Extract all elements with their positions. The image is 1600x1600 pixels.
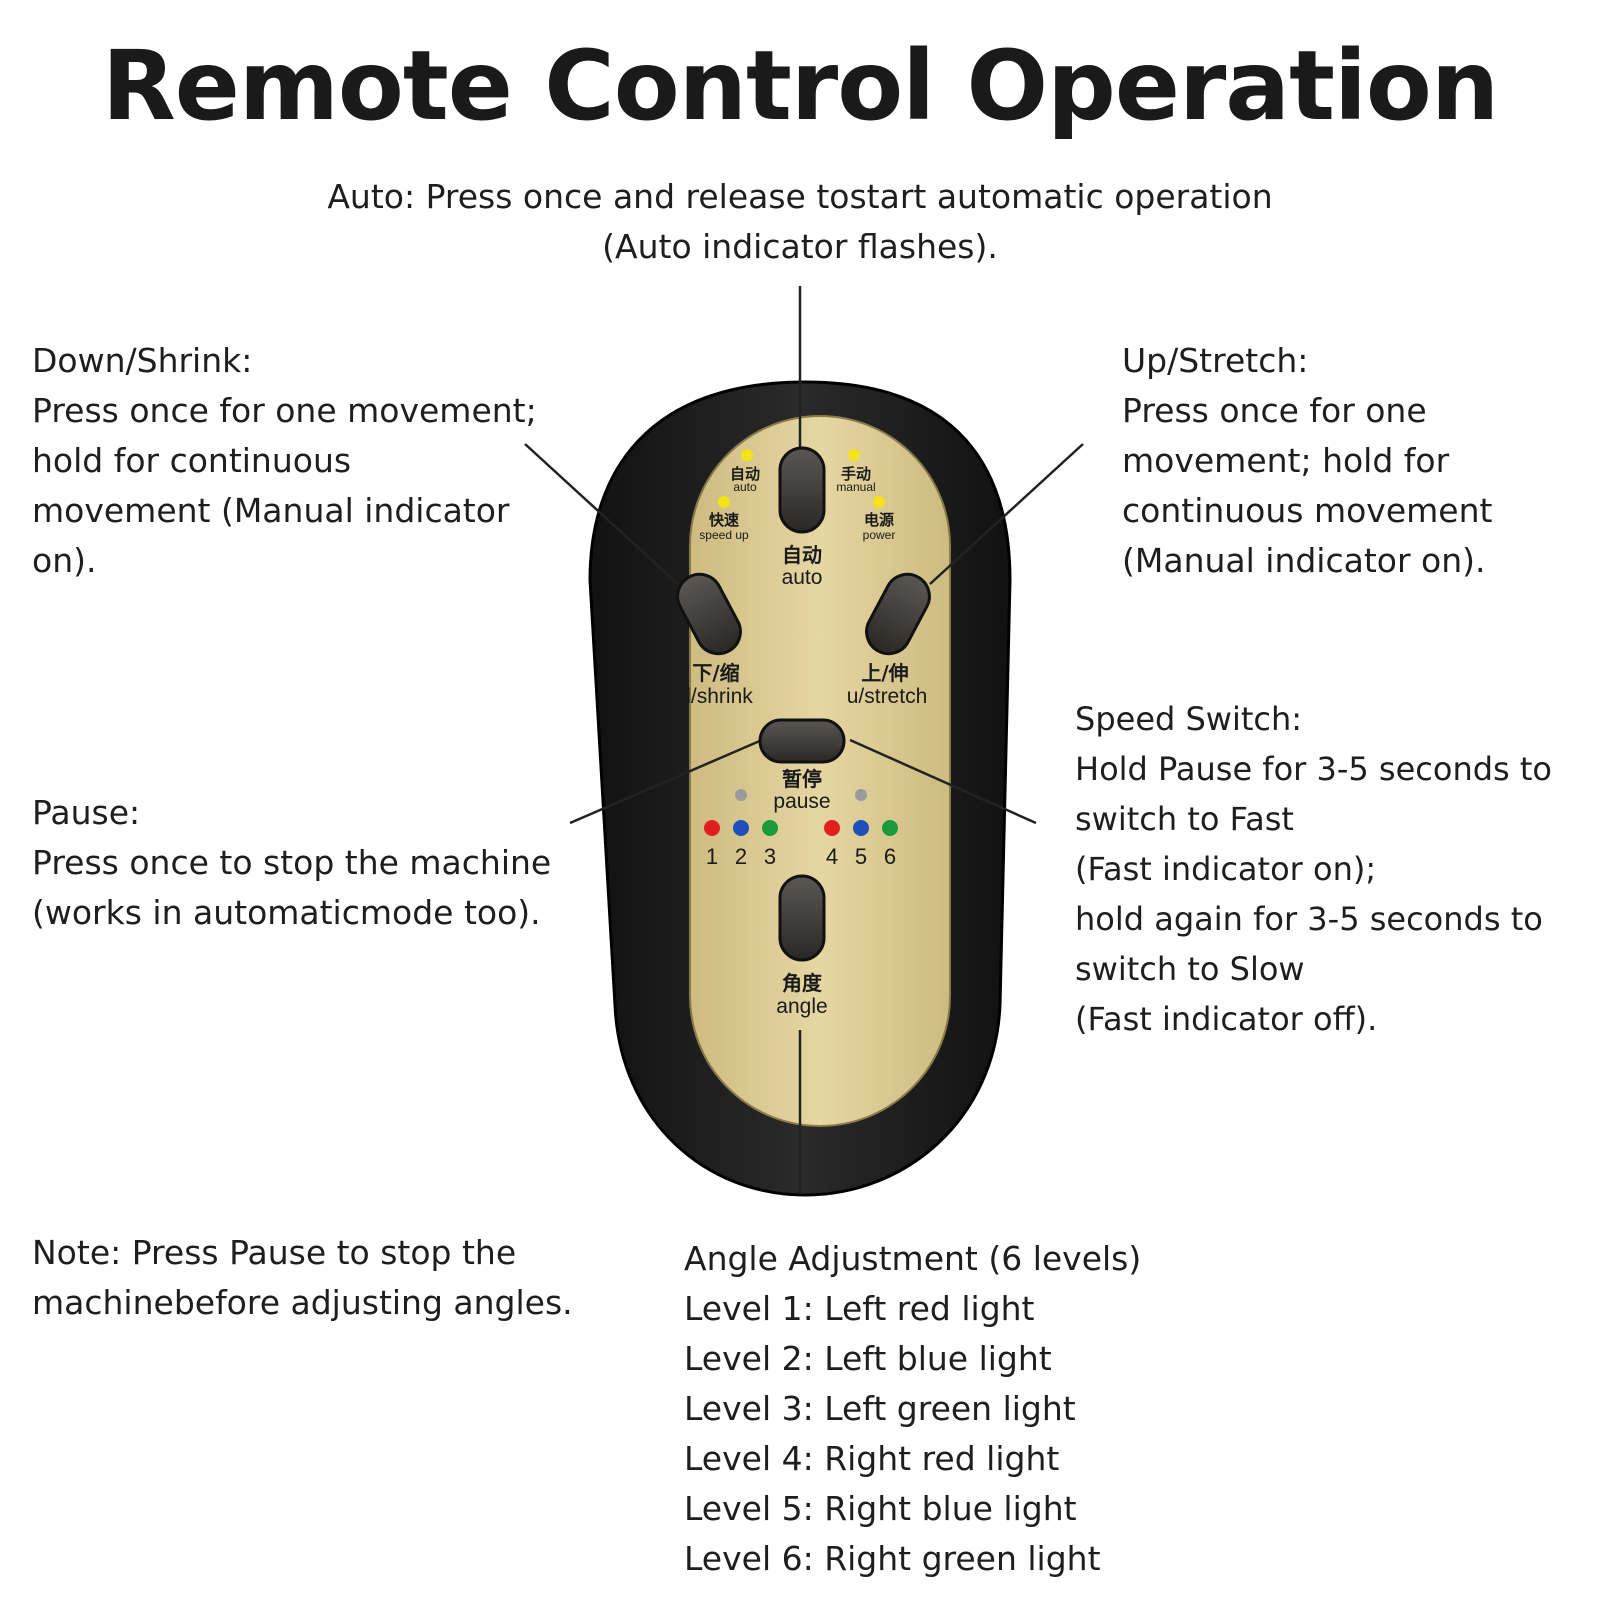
level-number: 6	[884, 844, 896, 869]
footer-note-line: Note: Press Pause to stop the	[32, 1233, 517, 1272]
auto-indicator-light	[741, 449, 753, 461]
auto-indicator-label-cn: 自动	[730, 465, 760, 483]
power-indicator-label-en: power	[863, 528, 896, 542]
speed-switch-note-line: switch to Slow	[1075, 950, 1305, 988]
stretch-button-label-cn: 上/伸	[861, 661, 908, 685]
level-number: 5	[855, 844, 867, 869]
level-4-led-red	[824, 820, 840, 836]
pause-note-line: (works in automaticmode too).	[32, 893, 541, 932]
callout-line-shrink	[524, 443, 679, 585]
shrink-button-label-cn: 下/缩	[692, 661, 739, 685]
angle-note-line: Level 3: Left green light	[684, 1389, 1076, 1428]
footer-note: Note: Press Pause to stop the machinebef…	[32, 1228, 573, 1328]
down-shrink-note-line: hold for continuous	[32, 441, 352, 480]
footer-note-line: machinebefore adjusting angles.	[32, 1283, 573, 1322]
fast-indicator-left	[735, 789, 747, 801]
auto-note: Auto: Press once and release tostart aut…	[0, 172, 1600, 272]
down-shrink-note-line: on).	[32, 541, 97, 580]
shrink-button-label-en: d/shrink	[679, 685, 753, 708]
angle-note: Angle Adjustment (6 levels) Level 1: Lef…	[684, 1234, 1141, 1584]
level-5-led-blue	[853, 820, 869, 836]
down-shrink-note-line: Down/Shrink:	[32, 341, 253, 380]
callout-line-speed	[849, 738, 1037, 825]
up-stretch-note-line: movement; hold for	[1122, 441, 1450, 480]
speed-up-indicator-label-cn: 快速	[709, 511, 739, 529]
speed-switch-note-line: (Fast indicator off).	[1075, 1000, 1378, 1038]
angle-note-line: Angle Adjustment (6 levels)	[684, 1239, 1142, 1278]
angle-note-line: Level 2: Left blue light	[684, 1339, 1052, 1378]
angle-button-label-en: angle	[776, 995, 827, 1018]
speed-switch-note-line: Speed Switch:	[1075, 700, 1303, 738]
level-2-led-blue	[733, 820, 749, 836]
pause-button-label-en: pause	[773, 790, 830, 813]
speed-switch-note-line: Hold Pause for 3-5 seconds to	[1075, 750, 1552, 788]
pause-button[interactable]	[758, 718, 846, 764]
level-number: 3	[764, 844, 776, 869]
angle-note-line: Level 5: Right blue light	[684, 1489, 1077, 1528]
pause-note-line: Pause:	[32, 793, 141, 832]
auto-button[interactable]	[778, 446, 826, 534]
speed-switch-note-line: hold again for 3-5 seconds to	[1075, 900, 1543, 938]
power-indicator-light	[873, 496, 885, 508]
up-stretch-note-line: Up/Stretch:	[1122, 341, 1309, 380]
speed-switch-note: Speed Switch: Hold Pause for 3-5 seconds…	[1075, 694, 1552, 1044]
pause-note-line: Press once to stop the machine	[32, 843, 552, 882]
angle-note-line: Level 1: Left red light	[684, 1289, 1035, 1328]
auto-note-line: Auto: Press once and release tostart aut…	[327, 177, 1273, 216]
level-number: 2	[735, 844, 747, 869]
page-title: Remote Control Operation	[101, 30, 1499, 142]
fast-indicator-right	[855, 789, 867, 801]
down-shrink-note-line: Press once for one movement;	[32, 391, 537, 430]
pause-button-label-cn: 暂停	[782, 767, 822, 791]
manual-indicator-light	[848, 449, 860, 461]
angle-note-line: Level 4: Right red light	[684, 1439, 1060, 1478]
auto-button-label-en: auto	[782, 566, 823, 589]
down-shrink-note: Down/Shrink: Press once for one movement…	[32, 336, 537, 586]
level-number: 1	[706, 844, 718, 869]
callout-line-stretch	[929, 443, 1084, 585]
shrink-button[interactable]	[670, 567, 748, 662]
up-stretch-note-line: (Manual indicator on).	[1122, 541, 1486, 580]
auto-note-line: (Auto indicator flashes).	[602, 227, 998, 266]
angle-button[interactable]	[778, 874, 826, 962]
level-number: 4	[826, 844, 838, 869]
speed-up-indicator-light	[718, 496, 730, 508]
level-3-led-green	[762, 820, 778, 836]
callout-line-pause	[569, 738, 763, 825]
auto-button-label-cn: 自动	[782, 543, 822, 567]
power-indicator-label-cn: 电源	[864, 511, 894, 529]
up-stretch-note-line: Press once for one	[1122, 391, 1427, 430]
manual-indicator-label-cn: 手动	[841, 465, 871, 483]
speed-switch-note-line: (Fast indicator on);	[1075, 850, 1377, 888]
level-1-led-red	[704, 820, 720, 836]
speed-switch-note-line: switch to Fast	[1075, 800, 1294, 838]
speed-up-indicator-label-en: speed up	[699, 528, 749, 542]
down-shrink-note-line: movement (Manual indicator	[32, 491, 510, 530]
pause-note: Pause: Press once to stop the machine (w…	[32, 788, 551, 938]
angle-button-label-cn: 角度	[782, 971, 823, 995]
angle-note-line: Level 6: Right green light	[684, 1539, 1101, 1578]
stretch-button-label-en: u/stretch	[847, 685, 928, 708]
manual-indicator-label-en: manual	[836, 480, 875, 494]
stretch-button[interactable]	[859, 567, 937, 662]
auto-indicator-label-en: auto	[733, 480, 757, 494]
level-6-led-green	[882, 820, 898, 836]
up-stretch-note-line: continuous movement	[1122, 491, 1493, 530]
up-stretch-note: Up/Stretch: Press once for one movement;…	[1122, 336, 1492, 586]
